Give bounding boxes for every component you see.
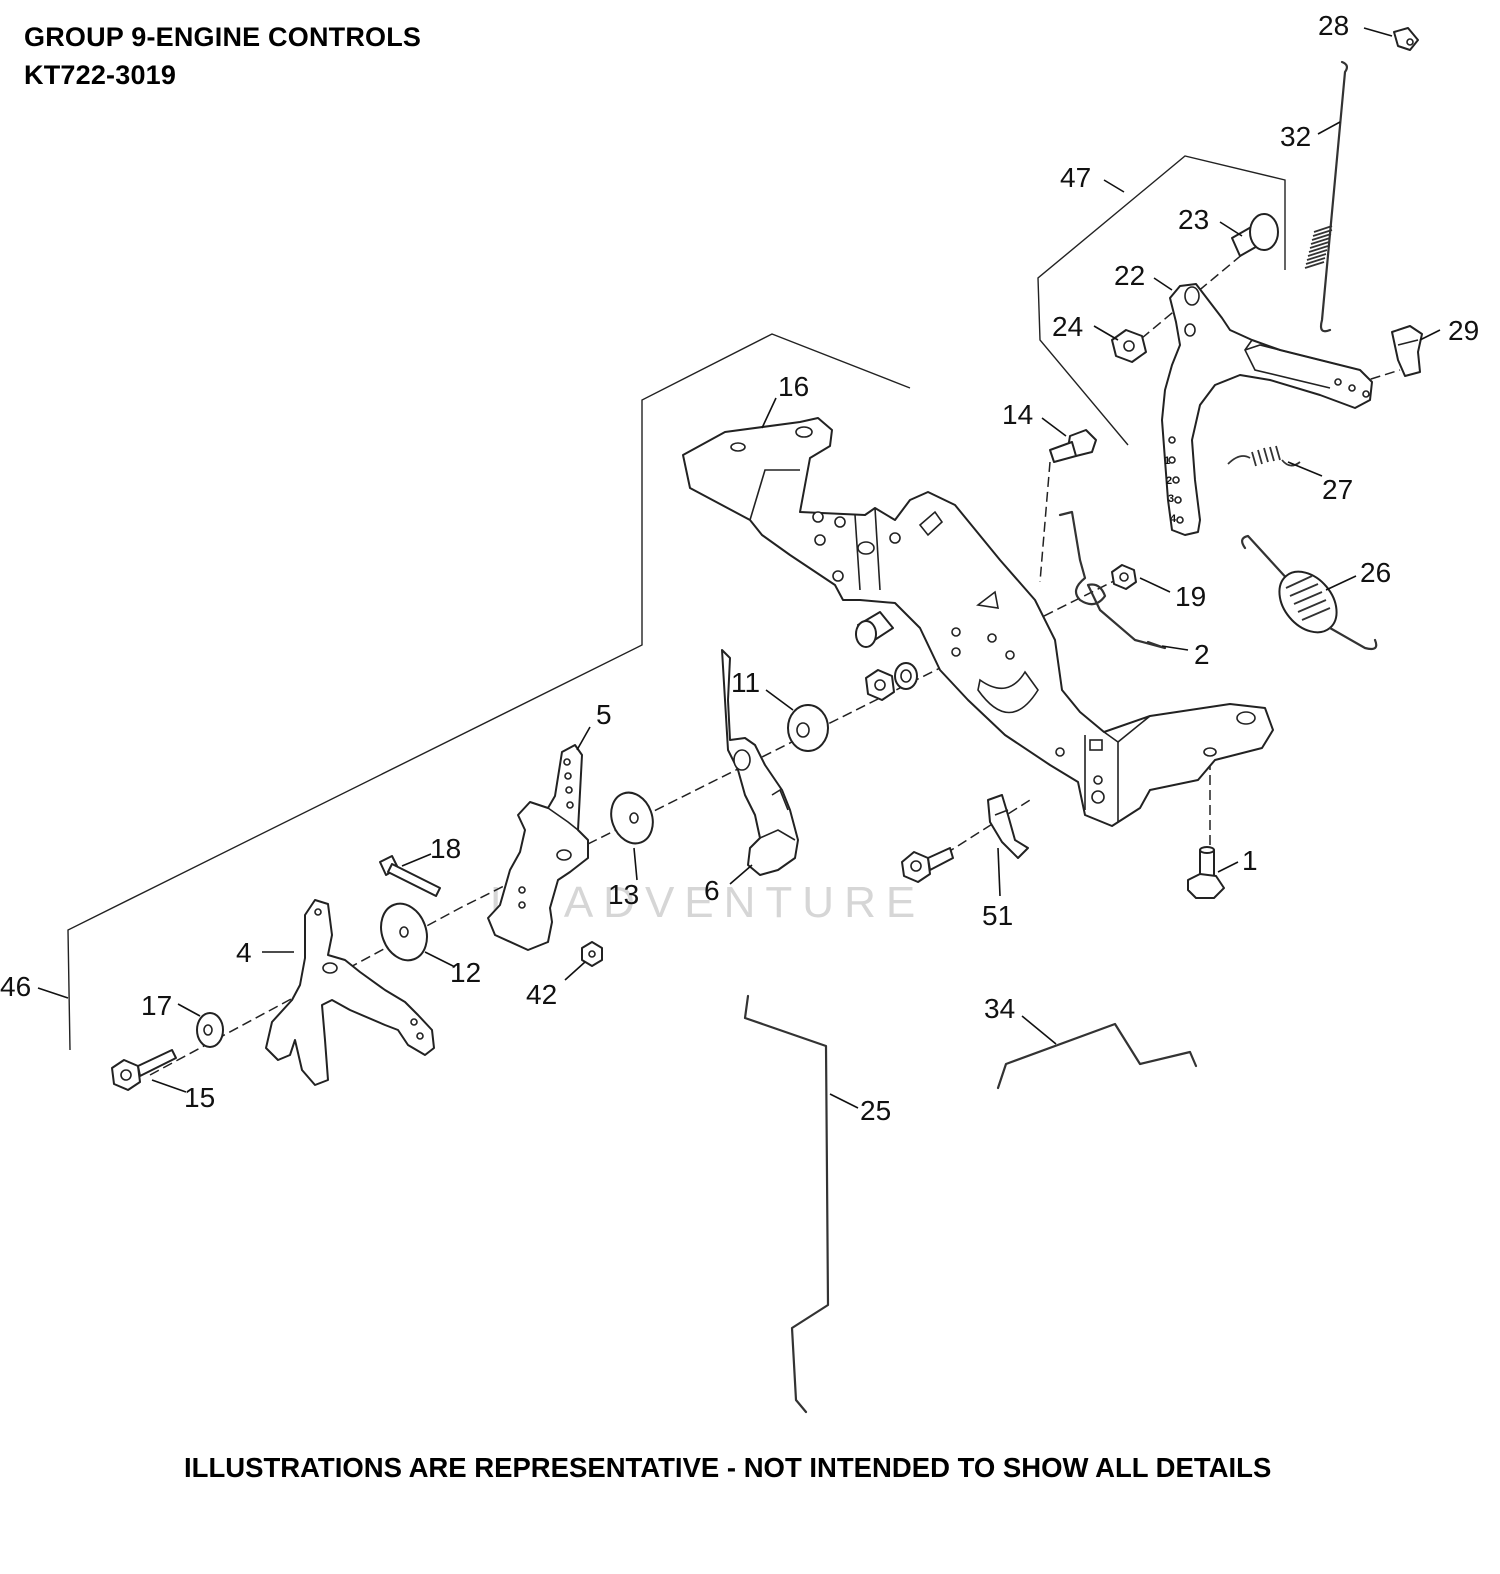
lever-5 (487, 744, 589, 951)
callout-18: 18 (430, 833, 461, 864)
leader-lines (37, 27, 1441, 1109)
assembly-frame-46 (67, 333, 911, 1051)
washer-12 (380, 902, 428, 962)
callout-25: 25 (860, 1095, 891, 1126)
lever-22 (1161, 283, 1373, 536)
rod-32 (1304, 60, 1349, 333)
scale-mark-1: 1 (1164, 455, 1170, 467)
clip-51 (987, 794, 1029, 859)
disclaimer-footer: ILLUSTRATIONS ARE REPRESENTATIVE - NOT I… (184, 1452, 1272, 1483)
callout-26: 26 (1360, 557, 1391, 588)
lever-6 (721, 649, 799, 876)
spring-2 (1058, 510, 1167, 650)
callout-29: 29 (1448, 315, 1479, 346)
callout-15: 15 (184, 1082, 215, 1113)
washer-17 (196, 1012, 224, 1048)
callout-28: 28 (1318, 10, 1349, 41)
bolt-1 (1187, 846, 1225, 899)
callout-11: 11 (731, 667, 760, 698)
callout-46: 46 (0, 971, 31, 1002)
model-number: KT722-3019 (24, 60, 177, 90)
callout-32: 32 (1280, 121, 1311, 152)
rod-34 (996, 1022, 1198, 1090)
callout-34: 34 (984, 993, 1015, 1024)
callout-17: 17 (141, 990, 172, 1021)
callout-1: 1 (1242, 845, 1258, 876)
scale-mark-4: 4 (1170, 513, 1177, 525)
clip-29 (1391, 325, 1423, 377)
spring-27 (1227, 445, 1301, 467)
spring-26 (1241, 534, 1378, 651)
assembly-frame-47 (1037, 155, 1286, 446)
callout-22: 22 (1114, 260, 1145, 291)
callout-42: 42 (526, 979, 557, 1010)
scale-mark-3: 3 (1168, 493, 1174, 505)
callout-6: 6 (704, 875, 720, 906)
callout-47: 47 (1060, 162, 1091, 193)
scale-mark-2: 2 (1166, 475, 1172, 487)
nut-24 (1111, 329, 1147, 363)
spring-on-rod-32 (1304, 225, 1333, 269)
callout-16: 16 (778, 371, 809, 402)
washer-13 (610, 791, 654, 845)
cap-28 (1393, 27, 1419, 51)
diagram-title: GROUP 9-ENGINE CONTROLS (24, 22, 422, 52)
callout-4: 4 (236, 937, 252, 968)
callout-2: 2 (1194, 639, 1210, 670)
washer-11 (787, 704, 829, 752)
callouts: 1 2 4 5 6 11 12 13 14 15 16 17 18 19 22 … (0, 10, 1479, 1126)
callout-51: 51 (982, 900, 1013, 931)
lever-scale: 1 2 3 4 (1164, 455, 1177, 525)
bolt-14 (1049, 429, 1097, 463)
pin-23 (1231, 213, 1279, 257)
nut-near-bracket (865, 662, 918, 701)
callout-5: 5 (596, 699, 612, 730)
nut-19 (1111, 564, 1137, 590)
callout-12: 12 (450, 957, 481, 988)
callout-14: 14 (1002, 399, 1033, 430)
bolt-15 (111, 1049, 177, 1091)
screw-18 (379, 855, 441, 897)
callout-13: 13 (608, 879, 639, 910)
watermark: LEADVENTURE (490, 878, 926, 927)
callout-19: 19 (1175, 581, 1206, 612)
callout-24: 24 (1052, 311, 1083, 342)
screw-near-clip (901, 847, 954, 883)
lever-4 (265, 899, 435, 1086)
callout-27: 27 (1322, 474, 1353, 505)
control-bracket-16 (682, 417, 1274, 827)
callout-23: 23 (1178, 204, 1209, 235)
rod-25 (743, 994, 830, 1414)
nut-42 (581, 941, 603, 967)
